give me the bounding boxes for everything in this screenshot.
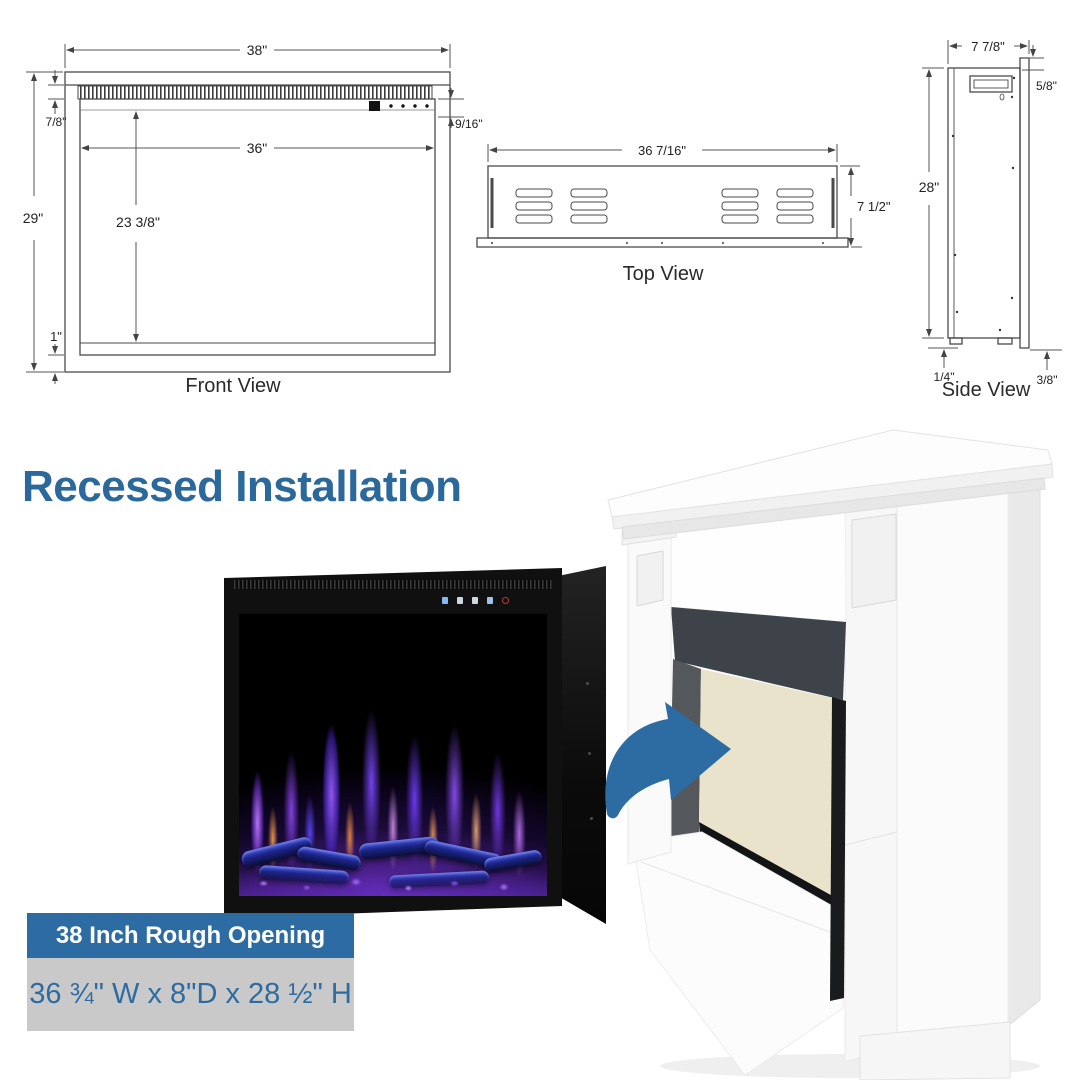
timer-icon	[457, 597, 463, 604]
insert-control-icons	[442, 597, 509, 604]
front-outer-frame	[64, 71, 451, 373]
front-dim-38	[64, 44, 451, 68]
side-dim-height	[922, 67, 944, 339]
side-dim-flange-bottom-label: 3/8"	[1037, 373, 1058, 387]
front-dim-lip	[48, 344, 64, 384]
banner-dimensions: 36 ¾" W x 8"D x 28 ½" H	[27, 958, 354, 1031]
top-dim-depth	[840, 165, 862, 248]
section-heading: Recessed Installation	[22, 462, 462, 511]
front-dim-29-label: 29"	[23, 210, 44, 226]
brightness-icon	[487, 597, 493, 604]
front-dim-38-label: 38"	[247, 42, 268, 58]
mode-icon	[442, 597, 448, 604]
front-dim-opening-height-label: 23 3/8"	[116, 214, 160, 230]
top-dim-depth-label: 7 1/2"	[857, 199, 891, 214]
banner-title: 38 Inch Rough Opening	[27, 913, 354, 958]
mantel-crown-tier2	[621, 477, 1046, 540]
mantel-opening-channel	[830, 697, 846, 1001]
mantel-left-pilaster-panel	[636, 550, 664, 607]
rough-opening-banner: 38 Inch Rough Opening 36 ¾" W x 8"D x 28…	[27, 913, 354, 1031]
mantel-right-leg	[896, 487, 1009, 1049]
mantel-crown-tier1	[611, 463, 1054, 530]
mantel-back-panel	[699, 669, 846, 899]
front-dim-grille-label: 7/8"	[46, 115, 67, 129]
technical-drawings: 38" 7/8" 9/16" 36"	[23, 39, 1062, 401]
front-control-panel	[369, 101, 429, 111]
insert-screen	[239, 614, 547, 896]
side-dim-foot-label: 1/4"	[934, 370, 955, 384]
front-view-drawing: 38" 7/8" 9/16" 36"	[23, 42, 483, 397]
power-icon	[502, 597, 509, 604]
mantel-right-side	[1007, 475, 1041, 1027]
side-dim-depth	[947, 40, 1030, 64]
top-view-label: Top View	[623, 263, 704, 285]
front-dim-control-label: 9/16"	[455, 117, 483, 131]
side-dim-depth-label: 7 7/8"	[971, 39, 1005, 54]
top-dim-width	[487, 144, 838, 162]
side-dim-flange-bottom	[1030, 349, 1062, 370]
temperature-icon	[472, 597, 478, 604]
mantel-shelf-top	[607, 429, 1053, 518]
mantel-opening-header	[671, 607, 846, 700]
side-dim-flange-top	[1022, 45, 1044, 71]
front-dim-control	[438, 88, 464, 128]
front-opening	[79, 98, 436, 356]
front-dim-36-label: 36"	[247, 140, 268, 156]
side-dim-flange-top-label: 5/8"	[1036, 79, 1057, 93]
front-view-label: Front View	[185, 375, 281, 397]
insert-top-grille	[234, 580, 552, 589]
top-view-drawing: 36 7/16" 7 1/2" Top View	[476, 143, 891, 285]
insert-front-face	[224, 568, 562, 918]
fireplace-insert-photo	[224, 562, 614, 934]
insert-side-panel	[558, 566, 606, 924]
mantel-right-pilaster-panel	[851, 513, 897, 609]
mantel-base	[632, 831, 844, 1076]
mantel-foot	[859, 1021, 1011, 1080]
side-screws	[951, 76, 1016, 332]
ember-bed	[239, 868, 547, 896]
side-view-label: Side View	[942, 379, 1031, 401]
front-dim-29	[26, 71, 63, 373]
top-louvers	[515, 188, 814, 224]
side-view-drawing: 7 7/8" 5/8" 28" 1/4"	[919, 39, 1062, 401]
top-dim-width-label: 36 7/16"	[638, 143, 686, 158]
side-dim-foot	[928, 347, 958, 368]
front-dim-lip-label: 1"	[50, 329, 62, 344]
side-dim-height-label: 28"	[919, 179, 940, 195]
